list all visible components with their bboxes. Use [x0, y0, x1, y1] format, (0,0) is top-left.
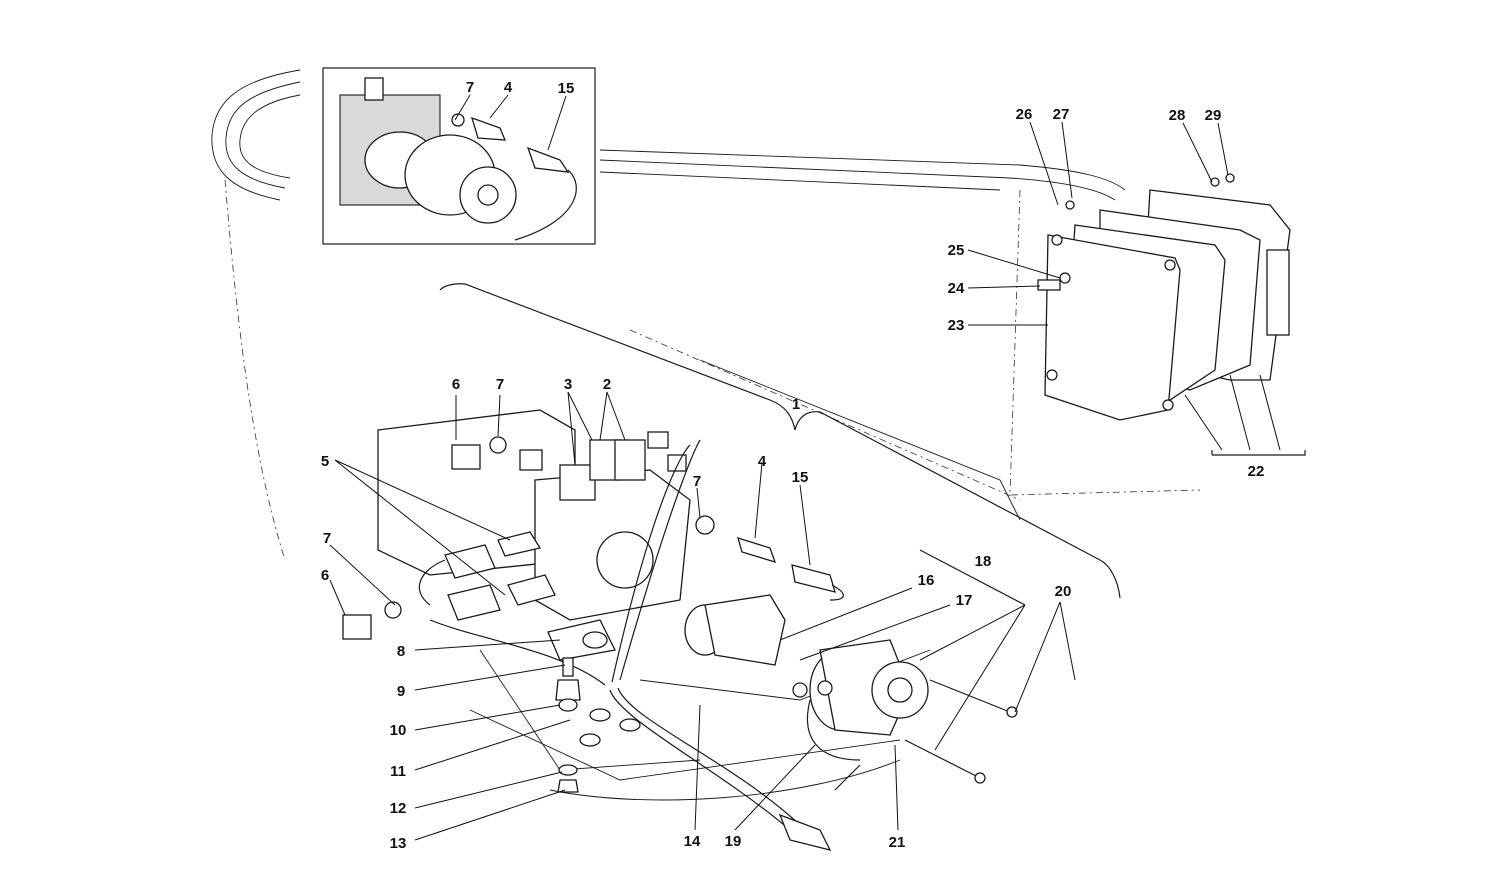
- callout-23: 23: [948, 317, 965, 334]
- callout-7-mid: 7: [693, 473, 701, 490]
- callout-4-main: 4: [758, 453, 767, 470]
- callout-2: 2: [603, 376, 611, 393]
- callout-20: 20: [1055, 583, 1072, 600]
- wiring-harness: [429, 439, 861, 851]
- callout-9: 9: [397, 683, 405, 700]
- callout-25: 25: [948, 242, 965, 259]
- callout-6-left: 6: [321, 567, 329, 584]
- pump-motor: [684, 594, 1018, 784]
- callout-14: 14: [684, 833, 701, 850]
- callout-6-upper: 6: [452, 376, 460, 393]
- callout-28: 28: [1169, 107, 1186, 124]
- callout-8: 8: [397, 643, 405, 660]
- callout-18: 18: [975, 553, 992, 570]
- callout-1: 1: [792, 396, 800, 413]
- callout-15-inset: 15: [558, 80, 575, 97]
- control-unit-assembly: [1037, 173, 1291, 421]
- hydraulic-unit: [377, 409, 691, 661]
- callout-7-upper: 7: [496, 376, 504, 393]
- callout-16: 16: [918, 572, 935, 589]
- leader-lines: [329, 94, 1281, 841]
- callout-labels: 7 4 15 26 27 28 29 25 24 23 6 7 3 2 1 5 …: [321, 79, 1265, 852]
- vehicle-outline: [211, 69, 1201, 801]
- callout-19: 19: [725, 833, 742, 850]
- inset-detail-view: [322, 67, 596, 245]
- callout-13: 13: [390, 835, 407, 852]
- group-brackets: [439, 283, 1306, 606]
- base-fasteners: [555, 657, 641, 793]
- callout-29: 29: [1205, 107, 1222, 124]
- callout-4-inset: 4: [504, 79, 513, 96]
- callout-7-inset: 7: [466, 79, 474, 96]
- callout-26: 26: [1016, 106, 1033, 123]
- callout-27: 27: [1053, 106, 1070, 123]
- callout-17: 17: [956, 592, 973, 609]
- callout-5: 5: [321, 453, 329, 470]
- callout-11: 11: [390, 763, 406, 780]
- callout-21: 21: [889, 834, 906, 851]
- callout-22: 22: [1248, 463, 1265, 480]
- sensors-and-fittings: [342, 436, 844, 640]
- callout-15-main: 15: [792, 469, 809, 486]
- callout-12: 12: [390, 800, 407, 817]
- callout-10: 10: [390, 722, 407, 739]
- callout-3: 3: [564, 376, 572, 393]
- callout-7-left: 7: [323, 530, 331, 547]
- callout-24: 24: [948, 280, 965, 297]
